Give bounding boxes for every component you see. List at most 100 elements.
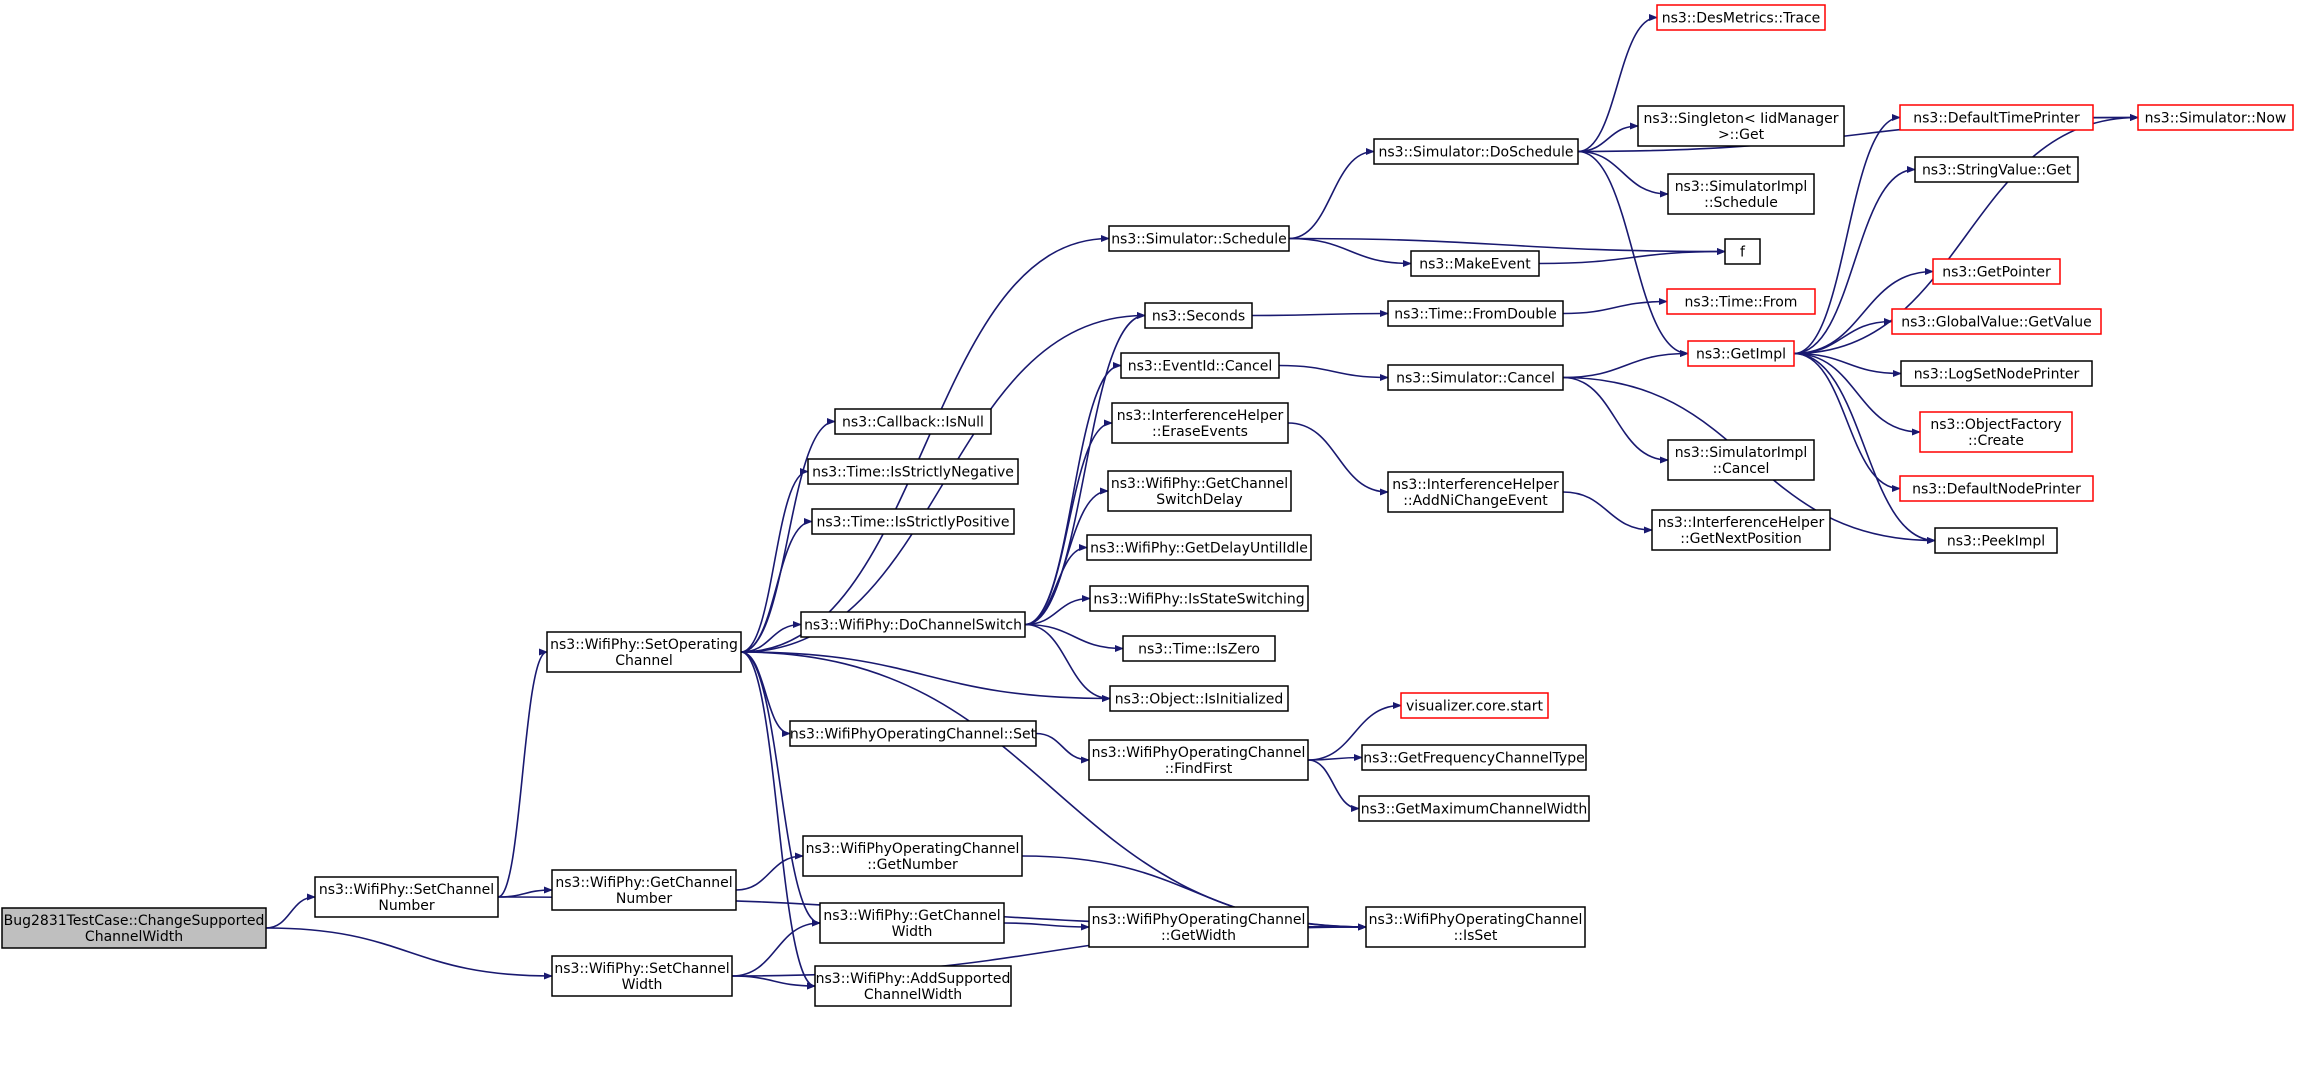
- node-simImplSchedule[interactable]: ns3::SimulatorImpl::Schedule: [1667, 173, 1815, 215]
- node-f[interactable]: f: [1724, 238, 1761, 265]
- node-opChanGetNumber[interactable]: ns3::WifiPhyOperatingChannel::GetNumber: [802, 835, 1023, 877]
- node-label: ns3::WifiPhy::GetDelayUntilIdle: [1090, 541, 1308, 557]
- node-timeFrom[interactable]: ns3::Time::From: [1666, 288, 1816, 315]
- node-opChanFindFirst[interactable]: ns3::WifiPhyOperatingChannel::FindFirst: [1088, 739, 1309, 781]
- node-label: ns3::DesMetrics::Trace: [1662, 11, 1821, 27]
- node-label: visualizer.core.start: [1406, 699, 1543, 715]
- node-simSchedule[interactable]: ns3::Simulator::Schedule: [1108, 225, 1290, 252]
- node-box: [546, 631, 742, 673]
- node-timeIsStrictlyPositive[interactable]: ns3::Time::IsStrictlyPositive: [811, 508, 1015, 535]
- edge-line: [1024, 594, 1091, 626]
- node-timeFromDouble[interactable]: ns3::Time::FromDouble: [1387, 300, 1564, 327]
- edge-line: [1577, 13, 1658, 153]
- node-defaultNodePrinter[interactable]: ns3::DefaultNodePrinter: [1899, 475, 2094, 502]
- node-simCancel[interactable]: ns3::Simulator::Cancel: [1387, 364, 1564, 391]
- edge-getImpl-to-defaultNodePrinter: [1793, 352, 1901, 493]
- node-stringValueGet[interactable]: ns3::StringValue::Get: [1914, 156, 2079, 183]
- node-doChannelSwitch[interactable]: ns3::WifiPhy::DoChannelSwitch: [800, 611, 1026, 638]
- node-simNow[interactable]: ns3::Simulator::Now: [2137, 104, 2294, 131]
- node-makeEvent[interactable]: ns3::MakeEvent: [1410, 250, 1540, 277]
- node-timeIsZero[interactable]: ns3::Time::IsZero: [1122, 635, 1276, 662]
- node-label: ns3::WifiPhy::GetChannel: [555, 875, 732, 891]
- node-label: f: [1740, 245, 1746, 261]
- node-box: [1109, 685, 1289, 712]
- node-singletonGet[interactable]: ns3::Singleton< IidManager>::Get: [1637, 105, 1845, 147]
- node-box: [1107, 470, 1292, 512]
- node-label: ns3::Singleton< IidManager: [1644, 111, 1839, 127]
- node-label: ns3::SimulatorImpl: [1675, 179, 1808, 195]
- node-visualizerStart[interactable]: visualizer.core.start: [1400, 692, 1549, 719]
- node-box: [1111, 402, 1289, 444]
- node-label: ns3::WifiPhyOperatingChannel: [1092, 912, 1306, 928]
- node-isStateSwitching[interactable]: ns3::WifiPhy::IsStateSwitching: [1089, 585, 1309, 612]
- node-label: ns3::Time::IsStrictlyNegative: [812, 465, 1014, 481]
- node-box: [802, 835, 1023, 877]
- node-timeIsStrictlyNegative[interactable]: ns3::Time::IsStrictlyNegative: [807, 458, 1019, 485]
- edge-setOperatingChannel-to-getChannelWidth: [740, 651, 821, 927]
- node-getFrequencyChannelType[interactable]: ns3::GetFrequencyChannelType: [1361, 744, 1587, 771]
- node-seconds[interactable]: ns3::Seconds: [1144, 302, 1253, 329]
- node-label: Width: [892, 924, 933, 940]
- node-box: [834, 408, 992, 435]
- node-box: [1088, 906, 1309, 948]
- node-simImplCancel[interactable]: ns3::SimulatorImpl::Cancel: [1667, 439, 1815, 481]
- node-objectIsInitialized[interactable]: ns3::Object::IsInitialized: [1109, 685, 1289, 712]
- node-getImpl[interactable]: ns3::GetImpl: [1687, 340, 1795, 367]
- edge-simSchedule-to-f: [1288, 237, 1726, 256]
- node-label: ns3::GlobalValue::GetValue: [1901, 315, 2091, 331]
- node-label: ns3::GetMaximumChannelWidth: [1361, 802, 1588, 818]
- node-getPointer[interactable]: ns3::GetPointer: [1932, 258, 2061, 285]
- node-label: ns3::Time::IsStrictlyPositive: [817, 515, 1010, 531]
- node-defaultTimePrinter[interactable]: ns3::DefaultTimePrinter: [1899, 104, 2094, 131]
- node-ihEraseEvents[interactable]: ns3::InterferenceHelper::EraseEvents: [1111, 402, 1289, 444]
- node-desMetricsTrace[interactable]: ns3::DesMetrics::Trace: [1656, 4, 1826, 31]
- node-objectFactoryCreate[interactable]: ns3::ObjectFactory::Create: [1919, 411, 2073, 453]
- node-box: [1122, 635, 1276, 662]
- node-opChanGetWidth[interactable]: ns3::WifiPhyOperatingChannel::GetWidth: [1088, 906, 1309, 948]
- node-label: ns3::LogSetNodePrinter: [1914, 367, 2080, 383]
- edge-ihAddNiChangeEvent-to-ihGetNextPosition: [1562, 491, 1653, 534]
- edge-simCancel-to-simImplCancel: [1562, 376, 1669, 464]
- node-box: [800, 611, 1026, 638]
- edge-line: [740, 651, 816, 990]
- edge-bug2831-to-setChannelWidth: [265, 927, 553, 980]
- node-label: SwitchDelay: [1156, 492, 1242, 508]
- node-opChanSet[interactable]: ns3::WifiPhyOperatingChannel::Set: [789, 720, 1037, 747]
- node-peekImpl[interactable]: ns3::PeekImpl: [1934, 527, 2058, 554]
- node-bug2831[interactable]: Bug2831TestCase::ChangeSupportedChannelW…: [1, 907, 267, 949]
- node-label: Number: [616, 891, 672, 907]
- node-label: ns3::Seconds: [1152, 309, 1245, 325]
- node-getDelayUntilIdle[interactable]: ns3::WifiPhy::GetDelayUntilIdle: [1086, 534, 1312, 561]
- nodes-layer: Bug2831TestCase::ChangeSupportedChannelW…: [1, 4, 2294, 1007]
- edge-doChannelSwitch-to-objectIsInitialized: [1024, 623, 1111, 703]
- node-box: [1144, 302, 1253, 329]
- node-label: ::Create: [1968, 433, 2024, 449]
- node-box: [1365, 906, 1586, 948]
- node-opChanIsSet[interactable]: ns3::WifiPhyOperatingChannel::IsSet: [1365, 906, 1586, 948]
- node-ihGetNextPosition[interactable]: ns3::InterferenceHelper::GetNextPosition: [1651, 509, 1831, 551]
- node-box: [1667, 439, 1815, 481]
- node-ihAddNiChangeEvent[interactable]: ns3::InterferenceHelper::AddNiChangeEven…: [1387, 471, 1564, 513]
- node-label: ns3::Object::IsInitialized: [1115, 692, 1283, 708]
- node-callbackIsNull[interactable]: ns3::Callback::IsNull: [834, 408, 992, 435]
- edge-getChannelNumber-to-opChanGetNumber: [735, 852, 804, 891]
- node-box: [1361, 744, 1587, 771]
- node-label: ns3::WifiPhy::SetChannel: [554, 961, 729, 977]
- node-logSetNodePrinter[interactable]: ns3::LogSetNodePrinter: [1900, 360, 2093, 387]
- node-getMaximumChannelWidth[interactable]: ns3::GetMaximumChannelWidth: [1358, 795, 1590, 822]
- node-box: [1387, 300, 1564, 327]
- node-label: ChannelWidth: [864, 987, 962, 1003]
- node-label: ns3::InterferenceHelper: [1392, 477, 1559, 493]
- node-eventIdCancel[interactable]: ns3::EventId::Cancel: [1120, 352, 1280, 379]
- node-globalValueGetValue[interactable]: ns3::GlobalValue::GetValue: [1891, 308, 2102, 335]
- edge-line: [731, 975, 816, 990]
- node-simDoSchedule[interactable]: ns3::Simulator::DoSchedule: [1373, 138, 1579, 165]
- edge-line: [1035, 732, 1090, 764]
